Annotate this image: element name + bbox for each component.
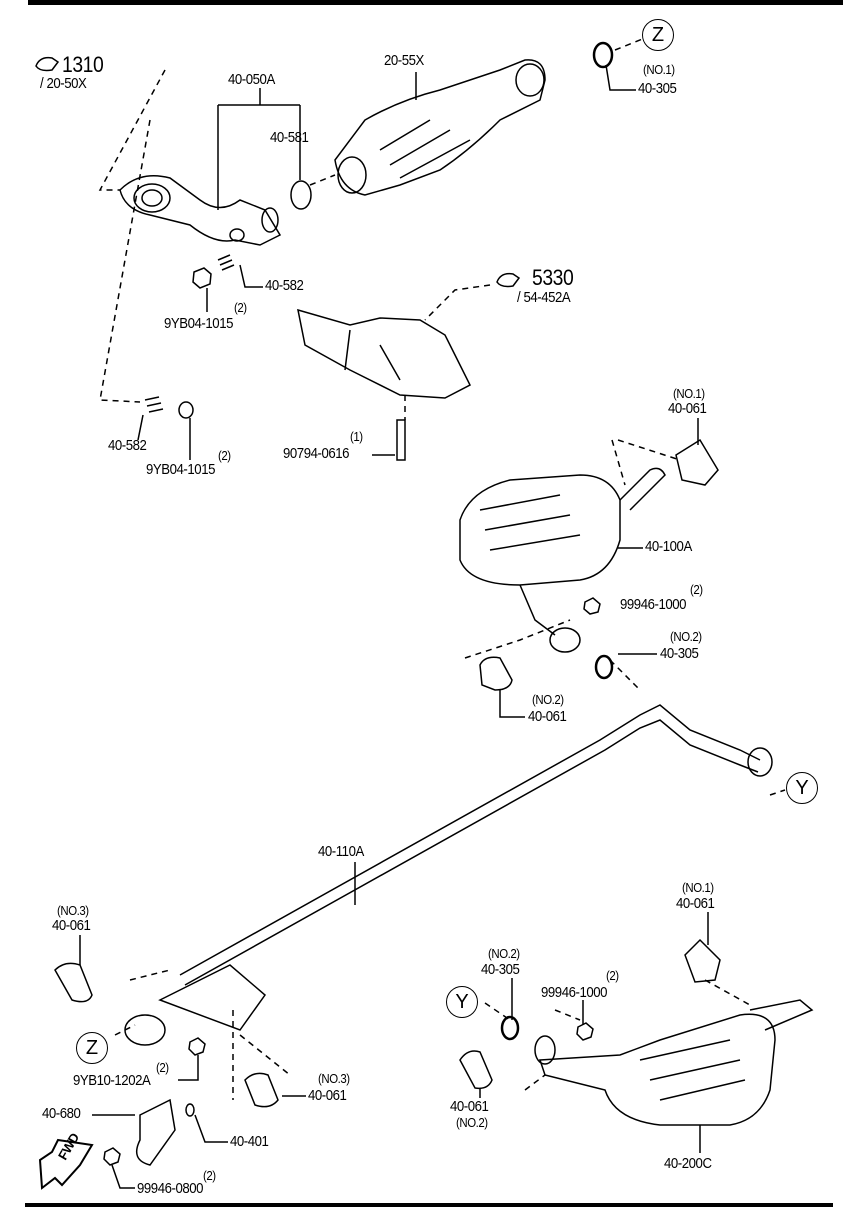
hanger-no2-b (459, 1050, 493, 1090)
label-90794-0616[interactable]: 90794-0616 (283, 445, 350, 462)
label-40-582[interactable]: 40-582 (108, 437, 147, 454)
reference-hand-icon (35, 56, 60, 72)
label-40-050a[interactable]: 40-050A (228, 71, 275, 88)
label-40-305[interactable]: 40-305 (638, 80, 677, 97)
label-20-55x[interactable]: 20-55X (384, 52, 424, 69)
label-99946-1000[interactable]: 99946-1000 (620, 596, 687, 613)
label-40-582[interactable]: 40-582 (265, 277, 304, 294)
reference-part-20-50x[interactable]: / 20-50X (40, 75, 87, 92)
label-40-305[interactable]: 40-305 (660, 645, 699, 662)
spring-40-582-a (217, 254, 235, 271)
label-40-581[interactable]: 40-581 (270, 129, 309, 146)
label-40-305[interactable]: 40-305 (481, 961, 520, 978)
gasket-40-305-no2 (594, 654, 614, 680)
connector-z-top: Z (642, 19, 674, 51)
label-note: (NO.2) (532, 692, 564, 707)
label-9yb04-1015[interactable]: 9YB04-1015 (146, 461, 215, 478)
label-note: (NO.1) (643, 62, 675, 77)
label-40-200c[interactable]: 40-200C (664, 1155, 712, 1172)
connector-y-bottom: Y (446, 986, 478, 1018)
front-pipe-part (119, 175, 282, 246)
label-note: (NO.1) (682, 880, 714, 895)
label-note: (NO.1) (673, 386, 705, 401)
nut-9yb10 (188, 1037, 206, 1056)
bolt-90794 (396, 419, 406, 461)
label-40-100a[interactable]: 40-100A (645, 538, 692, 555)
label-99946-0800[interactable]: 99946-0800 (137, 1180, 204, 1197)
label-note: (NO.3) (318, 1071, 350, 1086)
nut-99946-1000-a (583, 597, 601, 615)
hanger-no2-a (479, 656, 513, 691)
label-40-110a[interactable]: 40-110A (318, 843, 364, 860)
center-pipe-part (124, 704, 773, 1046)
fwd-arrow-icon (38, 1138, 94, 1190)
hanger-no1-b (684, 938, 721, 983)
label-qty: (1) (350, 429, 363, 444)
label-40-401[interactable]: 40-401 (230, 1133, 269, 1150)
nut-9yb04-b (178, 401, 194, 419)
top-border (28, 0, 843, 5)
bottom-border (25, 1203, 833, 1207)
label-note: (NO.2) (670, 629, 702, 644)
gasket-40-305-no1 (592, 41, 614, 69)
label-40-061[interactable]: 40-061 (450, 1098, 489, 1115)
label-note: (NO.2) (488, 946, 520, 961)
leader-lines (79, 64, 709, 1189)
catalytic-converter-part (334, 59, 546, 196)
label-note: (NO.2) (456, 1115, 488, 1130)
nut-99946-0800 (103, 1147, 121, 1166)
connector-y-right: Y (786, 772, 818, 804)
label-40-680[interactable]: 40-680 (42, 1105, 81, 1122)
reference-page-1310[interactable]: 1310 (62, 52, 104, 77)
label-note: (NO.3) (57, 903, 89, 918)
label-40-061[interactable]: 40-061 (668, 400, 707, 417)
hanger-no3-b (244, 1072, 279, 1108)
rear-silencer-part (534, 999, 814, 1126)
label-99946-1000[interactable]: 99946-1000 (541, 984, 608, 1001)
label-9yb04-1015[interactable]: 9YB04-1015 (164, 315, 233, 332)
main-silencer-part (459, 467, 666, 653)
heat-shield-part (297, 308, 472, 399)
reference-part-54-452a[interactable]: / 54-452A (517, 289, 571, 306)
label-qty: (2) (218, 448, 231, 463)
gasket-40-305-no2-b (500, 1015, 520, 1041)
label-40-061[interactable]: 40-061 (308, 1087, 347, 1104)
label-9yb10-1202a[interactable]: 9YB10-1202A (73, 1072, 151, 1089)
label-qty: (2) (606, 968, 619, 983)
spring-40-582-b (144, 396, 164, 413)
hanger-no1-top (675, 438, 719, 486)
nut-99946-1000-b (576, 1022, 594, 1041)
nut-9yb04-a (192, 267, 212, 289)
label-qty: (2) (690, 582, 703, 597)
label-40-061[interactable]: 40-061 (52, 917, 91, 934)
guide-lines (98, 37, 786, 1100)
reference-hand-icon (496, 272, 521, 288)
label-qty: (2) (234, 300, 247, 315)
label-qty: (2) (203, 1168, 216, 1183)
bracket-40-680 (135, 1098, 176, 1166)
connector-z-bottom: Z (76, 1032, 108, 1064)
gasket-40-581 (290, 180, 312, 210)
label-40-061[interactable]: 40-061 (528, 708, 567, 725)
label-qty: (2) (156, 1060, 169, 1075)
reference-page-5330[interactable]: 5330 (532, 265, 574, 290)
hanger-no3-a (54, 962, 93, 1003)
label-40-061[interactable]: 40-061 (676, 895, 715, 912)
washer-40-401 (185, 1103, 195, 1117)
